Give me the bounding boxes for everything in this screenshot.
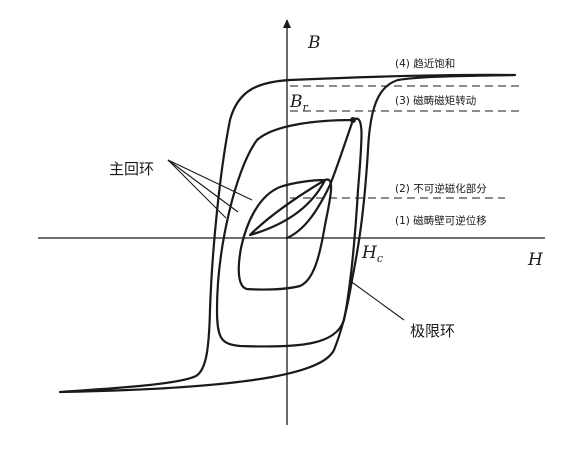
turning-point bbox=[350, 117, 356, 123]
b-axis-label: B bbox=[307, 33, 321, 53]
stage-4-label: (4) 趋近饱和 bbox=[395, 57, 455, 70]
stage-1-label: (1) 磁畴壁可逆位移 bbox=[395, 214, 487, 227]
main-loop bbox=[215, 117, 363, 348]
limit-loop-pointer bbox=[348, 279, 405, 321]
main-loop-callout: 主回环 bbox=[109, 160, 154, 178]
main-loop-pointer-1 bbox=[167, 159, 253, 201]
main-loop-pointer-3 bbox=[167, 159, 227, 219]
stage-3-label: (3) 磁畴磁矩转动 bbox=[395, 94, 476, 107]
h-axis-label: H bbox=[527, 250, 544, 270]
lens-loop bbox=[248, 178, 327, 237]
limit-loop bbox=[58, 73, 517, 394]
main-loop-pointer-2 bbox=[167, 159, 239, 213]
limit-loop-callout: 极限环 bbox=[410, 322, 455, 340]
coercivity-label: Hc bbox=[361, 243, 383, 265]
stage-2-label: (2) 不可逆磁化部分 bbox=[395, 182, 487, 195]
initial-magnetization-curve bbox=[285, 118, 355, 240]
remanence-label: Br bbox=[289, 92, 309, 114]
minor-loop bbox=[237, 178, 333, 291]
